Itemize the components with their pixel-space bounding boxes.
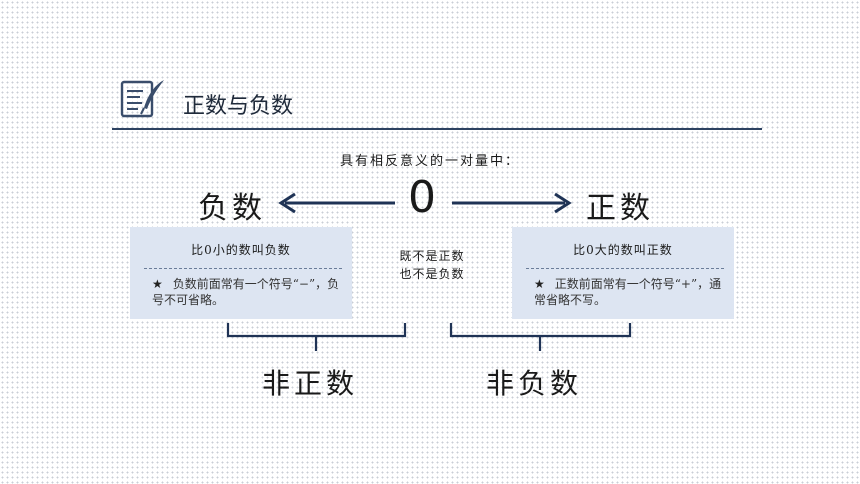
non-negative-label: 非负数 xyxy=(486,367,583,400)
negative-definition-box: 比0小的数叫负数 ★负数前面常有一个符号“−”，负号不可省略。 xyxy=(130,227,352,319)
positive-definition-box: 比0大的数叫正数 ★正数前面常有一个符号“+”，通常省略不写。 xyxy=(512,227,734,319)
page-title: 正数与负数 xyxy=(183,94,294,119)
star-icon: ★ xyxy=(534,277,545,291)
document-quill-icon xyxy=(120,80,164,118)
right-arrow xyxy=(452,192,572,214)
non-negative-bracket xyxy=(449,323,632,351)
left-arrow xyxy=(278,192,395,214)
positive-definition-heading: 比0大的数叫正数 xyxy=(573,243,673,257)
non-positive-label: 非正数 xyxy=(262,367,359,400)
negative-note: ★负数前面常有一个符号“−”，负号不可省略。 xyxy=(152,276,344,308)
negative-note-text: 负数前面常有一个符号“−”，负号不可省略。 xyxy=(152,277,340,307)
zero-label: 0 xyxy=(408,172,436,223)
star-icon: ★ xyxy=(152,277,163,291)
title-divider xyxy=(112,128,762,130)
non-positive-bracket xyxy=(226,323,407,351)
divider-dashed xyxy=(526,268,724,269)
divider-dashed xyxy=(144,268,342,269)
zero-note-line1: 既不是正数 xyxy=(399,249,465,263)
positive-number-label: 正数 xyxy=(586,191,654,226)
zero-note: 既不是正数 也不是负数 xyxy=(382,247,482,283)
positive-note-text: 正数前面常有一个符号“+”，通常省略不写。 xyxy=(534,277,722,307)
negative-number-label: 负数 xyxy=(198,191,266,226)
subtitle: 具有相反意义的一对量中： xyxy=(339,154,520,169)
negative-definition-heading: 比0小的数叫负数 xyxy=(191,243,291,257)
positive-note: ★正数前面常有一个符号“+”，通常省略不写。 xyxy=(534,276,726,308)
zero-note-line2: 也不是负数 xyxy=(399,267,465,281)
